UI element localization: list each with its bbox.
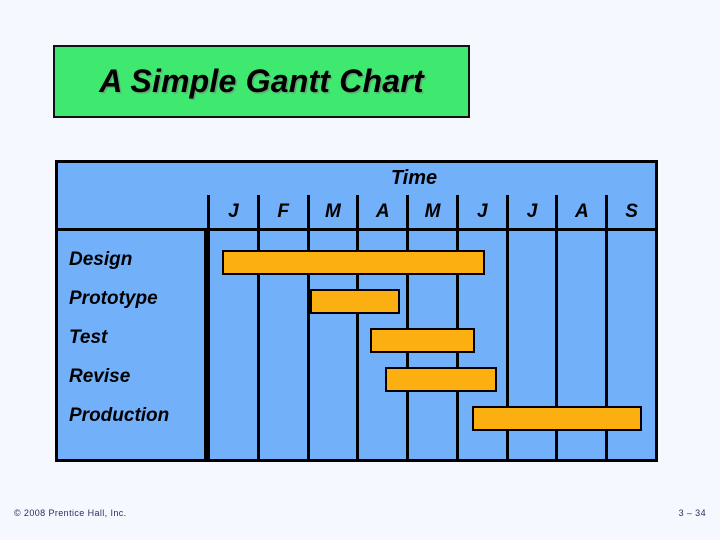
month-header-7: A: [555, 195, 605, 228]
task-label-prototype: Prototype: [69, 288, 158, 309]
month-header-6: J: [505, 195, 556, 228]
month-header-2: M: [306, 195, 357, 228]
task-label-production: Production: [69, 405, 170, 426]
month-header-8: S: [605, 195, 655, 228]
task-label-test: Test: [69, 327, 108, 348]
gantt-bars-layer: [207, 231, 655, 459]
gantt-bar-test: [369, 328, 475, 353]
footer-page-number: 3 – 34: [678, 508, 706, 518]
month-header-0: J: [207, 195, 257, 228]
gantt-bar-design: [222, 250, 485, 275]
task-label-design: Design: [69, 249, 133, 270]
month-header-5: J: [455, 195, 506, 228]
footer-copyright: © 2008 Prentice Hall, Inc.: [14, 508, 127, 518]
gantt-bar-prototype: [309, 289, 400, 314]
gantt-bar-production: [472, 406, 642, 431]
task-label-revise: Revise: [69, 366, 131, 387]
slide-title-band: A Simple Gantt Chart: [53, 45, 470, 118]
time-axis-label: Time: [390, 167, 438, 189]
month-header-1: F: [256, 195, 307, 228]
month-header-4: M: [406, 195, 456, 228]
gantt-bar-revise: [384, 367, 497, 392]
page-title: A Simple Gantt Chart: [99, 63, 424, 99]
month-header-3: A: [356, 195, 406, 228]
